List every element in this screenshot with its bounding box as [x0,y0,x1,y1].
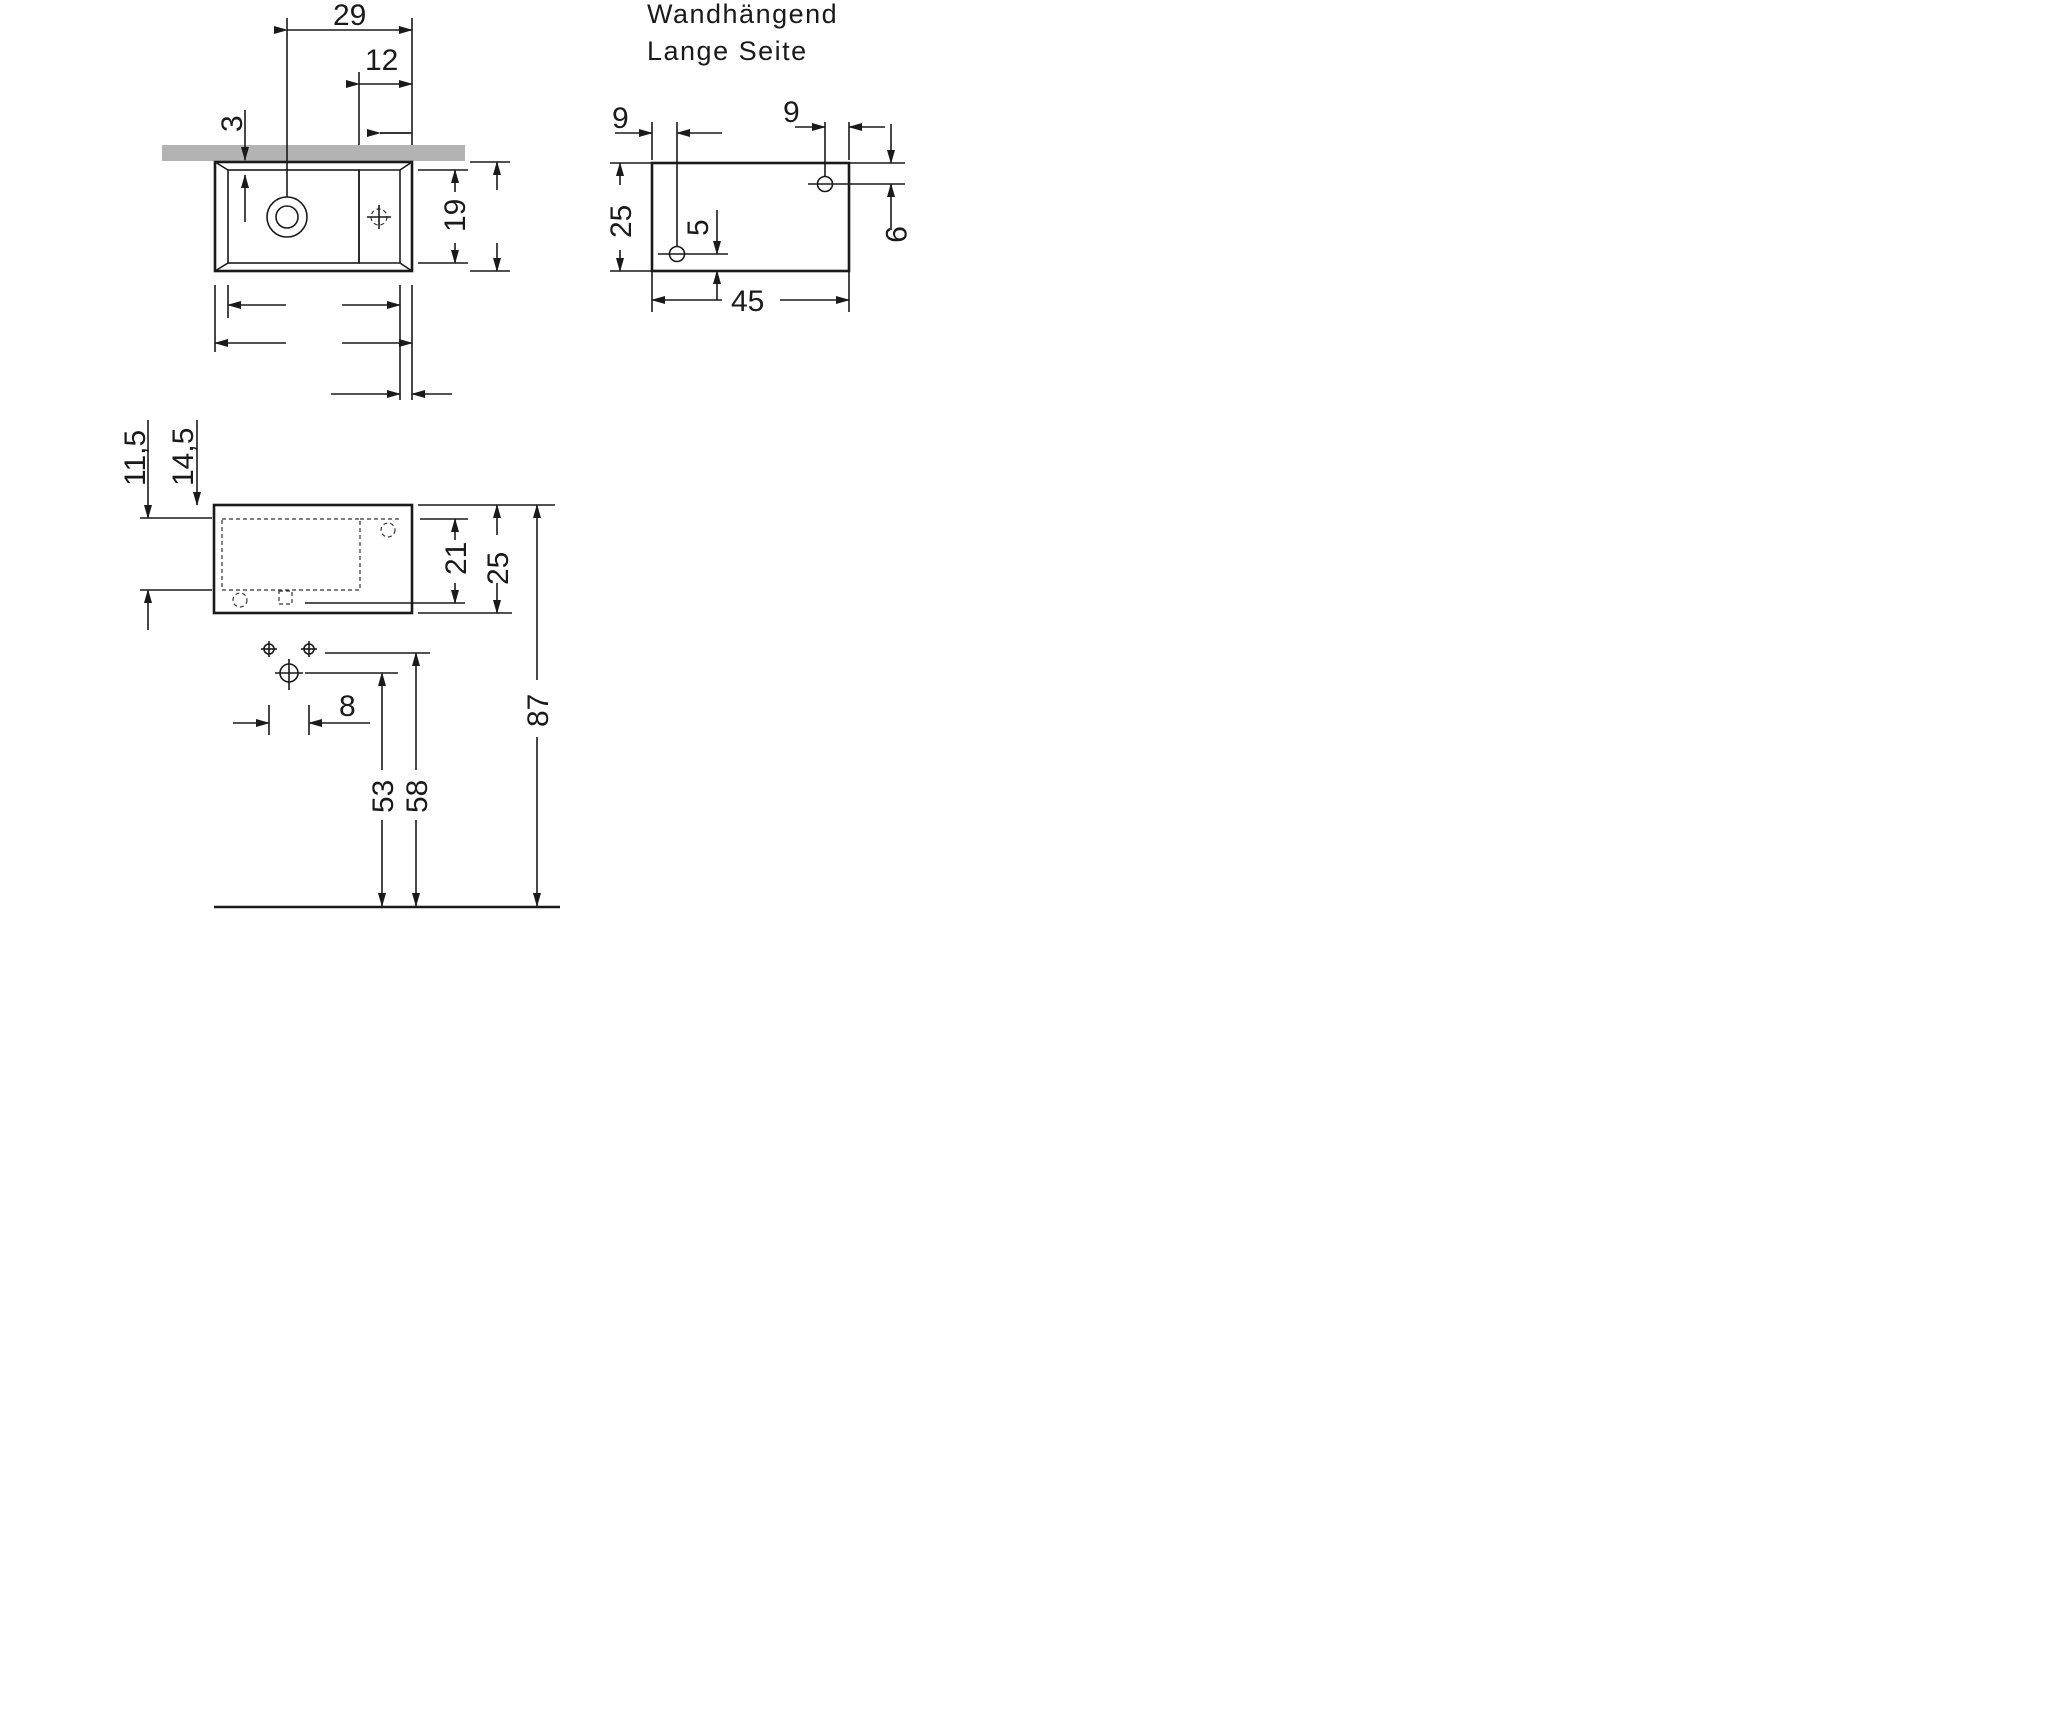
tap-hole-icon [367,205,391,229]
dim-9-top-right: 9 [783,96,800,129]
dim-8: 8 [339,690,356,723]
dim-9-side: 9 [879,226,912,243]
header-mounting: Wandhängend [647,0,838,29]
hidden-hole-icon [232,592,248,608]
dim-87: 87 [522,694,555,727]
dim-19: 19 [439,199,472,232]
dim-3: 3 [216,115,249,132]
dim-11-5: 11,5 [119,430,152,486]
dim-25-front: 25 [482,552,515,585]
dim-45: 45 [731,285,764,318]
dim-12: 12 [365,44,398,77]
top-view: 29 12 3 19 [162,0,510,400]
hidden-drain-icon [278,590,293,605]
dim-58: 58 [401,780,434,813]
basin-outline [213,160,414,273]
dim-14-5: 14,5 [167,428,200,486]
dim-5: 5 [682,219,715,236]
header-side: Lange Seite [647,36,808,66]
wall-outline [650,161,851,273]
dim-9-top-left: 9 [612,102,629,135]
dim-29: 29 [333,0,366,32]
front-view: 11,5 14,5 21 25 8 [119,420,560,909]
wall-band [162,145,465,161]
drain-icon [266,196,308,238]
dim-53: 53 [367,780,400,813]
bowl-hidden-outline [221,518,361,591]
wall-view: 9 9 9 25 5 45 [605,96,912,318]
bowl-outline [227,169,360,264]
overflow-icon [380,522,396,538]
dim-21: 21 [440,542,473,575]
dim-25-wall: 25 [605,205,638,238]
tap-symbols-icon [261,641,317,690]
front-outline [212,503,414,615]
